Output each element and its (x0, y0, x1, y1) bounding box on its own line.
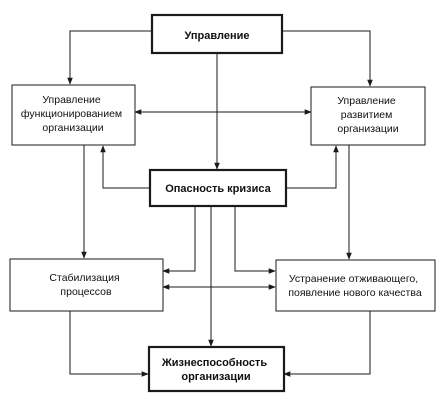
node-viability-label: Жизнеспособность организации (161, 357, 270, 383)
node-development: Управление развитием организации (310, 86, 426, 146)
edge-crisis-to-functioning (100, 145, 150, 189)
node-crisis-danger-label: Опасность кризиса (165, 183, 271, 195)
edge-elimination-to-viability (283, 311, 371, 377)
edge-crisis-to-elimination (234, 206, 276, 274)
edge-crisis-to-development (286, 145, 339, 189)
connectors (67, 30, 373, 377)
node-management-label: Управление (184, 30, 249, 42)
node-functioning: Управление функционированием организации (11, 84, 136, 146)
node-management: Управление (150, 13, 284, 55)
node-elimination: Устранение отживающего, появление нового… (275, 259, 436, 312)
edge-management-to-functioning (67, 30, 152, 85)
node-elimination-label: Устранение отживающего, появление нового… (288, 273, 421, 299)
node-functioning-label: Управление функционированием организации (21, 94, 125, 134)
node-development-label: Управление развитием организации (337, 95, 398, 135)
node-crisis-danger: Опасность кризиса (148, 168, 288, 208)
node-stabilization-label: Стабилизация процессов (49, 272, 122, 298)
edge-stabilization-to-viability (69, 311, 149, 377)
node-stabilization: Стабилизация процессов (9, 258, 164, 312)
edge-management-to-development (282, 30, 373, 87)
node-viability: Жизнеспособность организации (147, 345, 286, 393)
edge-crisis-to-stabilization (162, 206, 196, 274)
